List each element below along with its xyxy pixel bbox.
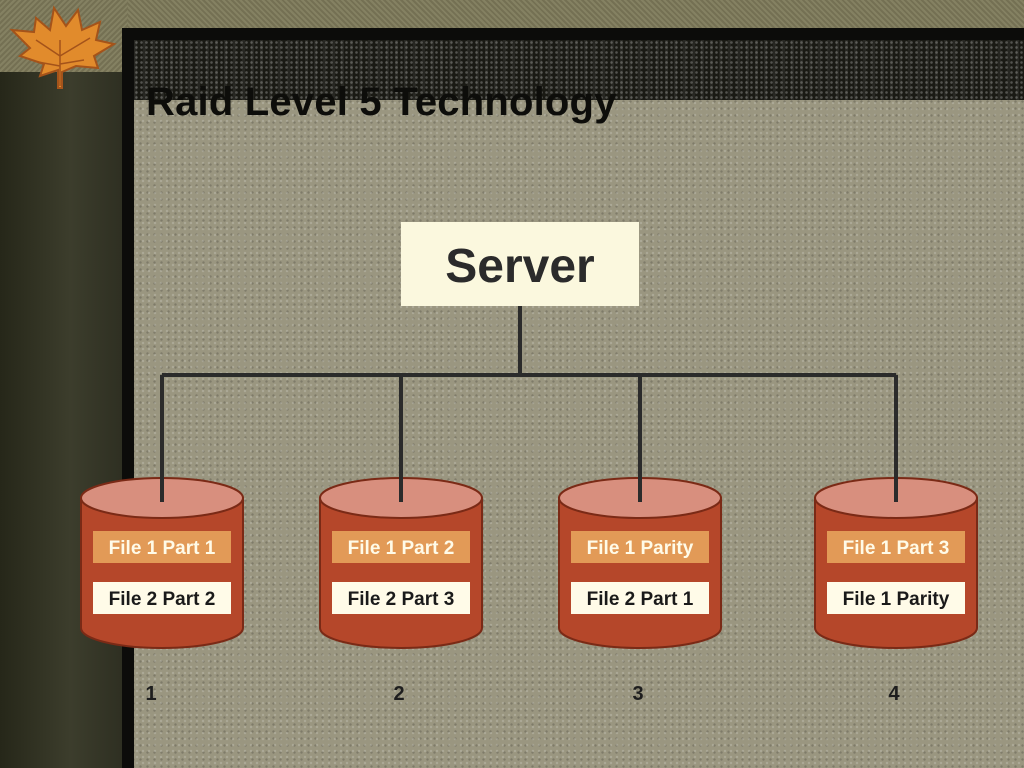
block-label: File 1 Parity bbox=[843, 589, 950, 610]
block-label: File 1 Part 2 bbox=[348, 538, 455, 559]
disk-body bbox=[80, 497, 244, 649]
disk-body bbox=[319, 497, 483, 649]
block-row-1 bbox=[571, 531, 709, 563]
block-label: File 2 Part 3 bbox=[348, 589, 455, 610]
block-row-1 bbox=[827, 531, 965, 563]
maple-leaf-icon bbox=[9, 5, 117, 89]
disk-body bbox=[558, 497, 722, 649]
page-title: Raid Level 5 Technology bbox=[146, 80, 617, 124]
disk-number-label: 4 bbox=[888, 683, 900, 705]
block-row-1 bbox=[93, 531, 231, 563]
block-label: File 1 Part 3 bbox=[843, 538, 950, 559]
server-label: Server bbox=[445, 240, 594, 293]
disk-body bbox=[814, 497, 978, 649]
disk-number-label: 1 bbox=[145, 683, 156, 705]
block-row-1 bbox=[332, 531, 470, 563]
server-node: Server bbox=[401, 222, 639, 306]
connector-lines bbox=[162, 306, 896, 377]
horizontal-black-bar bbox=[122, 28, 1024, 40]
disk-2: File 1 Part 2 File 2 Part 3 2 bbox=[319, 375, 483, 705]
server-box bbox=[401, 222, 639, 306]
block-label: File 2 Part 2 bbox=[109, 589, 216, 610]
block-row-2 bbox=[827, 582, 965, 614]
top-texture-band bbox=[0, 0, 1024, 30]
disk-number-label: 2 bbox=[393, 683, 404, 705]
disk-array: File 1 Part 1 File 2 Part 2 1 File 1 Part 2… bbox=[80, 375, 978, 705]
disk-number-label: 3 bbox=[632, 683, 643, 705]
block-row-2 bbox=[332, 582, 470, 614]
disk-1: File 1 Part 1 File 2 Part 2 1 bbox=[80, 375, 244, 705]
block-row-2 bbox=[93, 582, 231, 614]
block-label: File 1 Parity bbox=[587, 538, 694, 559]
block-row-2 bbox=[571, 582, 709, 614]
title-texture-strip bbox=[134, 40, 1024, 100]
content-panel bbox=[134, 40, 1024, 768]
disk-4: File 1 Part 3 File 1 Parity 4 bbox=[814, 375, 978, 705]
block-label: File 2 Part 1 bbox=[587, 589, 694, 610]
block-label: File 1 Part 1 bbox=[109, 538, 216, 559]
